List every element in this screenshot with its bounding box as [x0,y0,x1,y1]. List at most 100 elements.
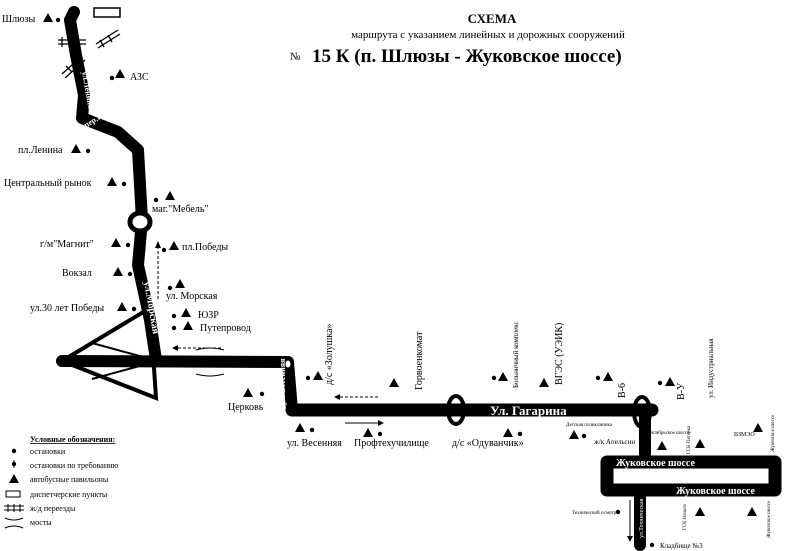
street-zhukovskoe-upper-label: Жуковское шоссе [616,458,695,469]
bus-pavilion-icon [389,378,399,387]
stop-dot-icon [85,148,91,154]
street-vesennyaya-label: ул. Весенняя [278,358,287,405]
street-industrialnaya-label: ул. Индустриальная [707,338,715,398]
stop-shlyuzy-label: Шлюзы [2,14,35,25]
stop-tech-osmotr-label: Технический осмотр [572,511,617,516]
stop-dot-icon [581,433,587,439]
legend-item-label: ж/д переезды [29,504,76,513]
arrow-head-icon [378,420,384,426]
bus-pavilion-icon [165,191,175,200]
stop-central-market-label: Центральный рынок [4,178,92,189]
road-vesennyaya [282,356,298,416]
bus-pavilion-icon [657,441,667,450]
stop-zhukovskoe-right-lower-label: Жуковское шоссе [767,500,772,538]
bus-pavilion-icon [363,428,373,437]
stop-morskaya-label: ул. Морская [166,291,218,302]
bus-pavilion-icon [169,241,179,250]
bus-pavilion-icon [175,279,185,288]
road-zhukovskoe-loop [600,455,782,497]
stop-dot-icon [657,380,663,386]
junction-line [91,342,155,361]
bus-pavilion-icon [295,423,305,432]
rail-crossing-icon [95,29,121,49]
bus-pavilion-icon [115,69,125,78]
rail-crossing-icon [58,37,86,47]
junction-triangle [57,304,159,402]
stop-dot-icon [161,247,167,253]
stop-dot-icon [167,285,173,291]
bus-pavilion-icon [747,507,757,516]
stop-dot-icon [309,427,315,433]
bus-pavilion-icon [43,13,53,22]
stop-dot-icon [131,306,137,312]
street-gagarina-label: Ул. Гагарина [490,403,567,418]
rail-crossing-icon [4,504,24,512]
stop-dot-icon [491,375,497,381]
stop-dot-icon [127,271,133,277]
road-north [64,6,162,366]
street-tekhnicheskaya-label: ул.Техническая [639,498,645,538]
stop-dot-icon [171,325,177,331]
stop-magnit-label: г/м"Магнит" [40,239,94,250]
roundabout-gagarina-west [446,394,466,426]
stop-dot-icon [153,197,159,203]
bus-pavilion-icon [113,267,123,276]
stop-vu-label: В-У [676,382,687,400]
bridge-icon [4,517,24,529]
stop-zhukovskoe-right-upper-label: Жуковское шоссе [771,414,776,452]
stop-dot-icon [55,17,61,23]
stop-mebel-label: маг."Мебель" [152,204,208,215]
stop-gorvoenkomat-label: Горвоенкомат [414,331,425,390]
stop-vges-label: ВГЭС (УЭИК) [554,323,565,385]
legend-item-label: остановки [30,447,66,456]
bus-pavilion-icon [539,378,549,387]
junction-line [91,361,155,380]
stop-child-clinic-label: Детская поликлиника [566,423,613,428]
arrow-head-icon [172,345,178,351]
bus-pavilion-icon [107,177,117,186]
stop-dot-icon [171,313,177,319]
bus-pavilion-icon [603,372,613,381]
bus-pavilion-icon [569,430,579,439]
legend: Условные обозначения: остановки остановк… [4,435,118,529]
stop-dot-icon [305,375,311,381]
stop-oduvanchik-label: д/с «Одуванчик» [452,438,524,449]
dispatch-point-icon [5,490,21,498]
arrow-head-icon [334,394,340,400]
stop-zhk-apelsin-label: ж/к Апельсин [593,438,635,446]
stop-dot-icon [259,391,265,397]
stop-dot-icon [517,431,523,437]
stop-gsk-nachalo-label: ГСК Начало [683,503,688,530]
bus-pavilion-icon [695,439,705,448]
bus-pavilion-icon [753,423,763,432]
bus-pavilion-icon [181,308,191,317]
stop-dot-icon [109,75,115,81]
road-west-horizontal [56,355,294,368]
number-sign: № [290,51,301,63]
route-title: 15 К (п. Шлюзы - Жуковское шоссе) [312,46,622,67]
stop-dot-icon [595,375,601,381]
bus-pavilion-icon [9,474,19,483]
roundabout-gagarina-east [632,395,652,429]
bus-pavilion-icon [243,388,253,397]
bus-pavilion-icon [117,302,127,311]
bus-pavilion-icon [503,428,513,437]
arrow-head-icon [627,536,633,542]
stop-yuzr-label: ЮЗР [198,310,219,321]
rail-crossing-icon [61,55,86,79]
legend-item-label: диспетчерские пункты [30,490,108,499]
roundabout-north [127,210,153,234]
stop-dot-icon [121,181,127,187]
bus-pavilion-icon [695,507,705,516]
dispatch-point-icon [93,7,121,18]
bus-pavilion-icon [498,372,508,381]
stop-dot-icon [615,509,621,515]
stop-ul-vesennyaya-label: ул. Весенняя [287,438,342,449]
title-line1: СХЕМА [468,11,517,26]
stop-dot-icon [11,448,17,454]
bus-pavilion-icon [71,144,81,153]
dispatch-circle [284,359,292,369]
stop-dot-icon [649,542,655,548]
stop-zolushka-label: д/с «Золушка» [324,323,335,385]
